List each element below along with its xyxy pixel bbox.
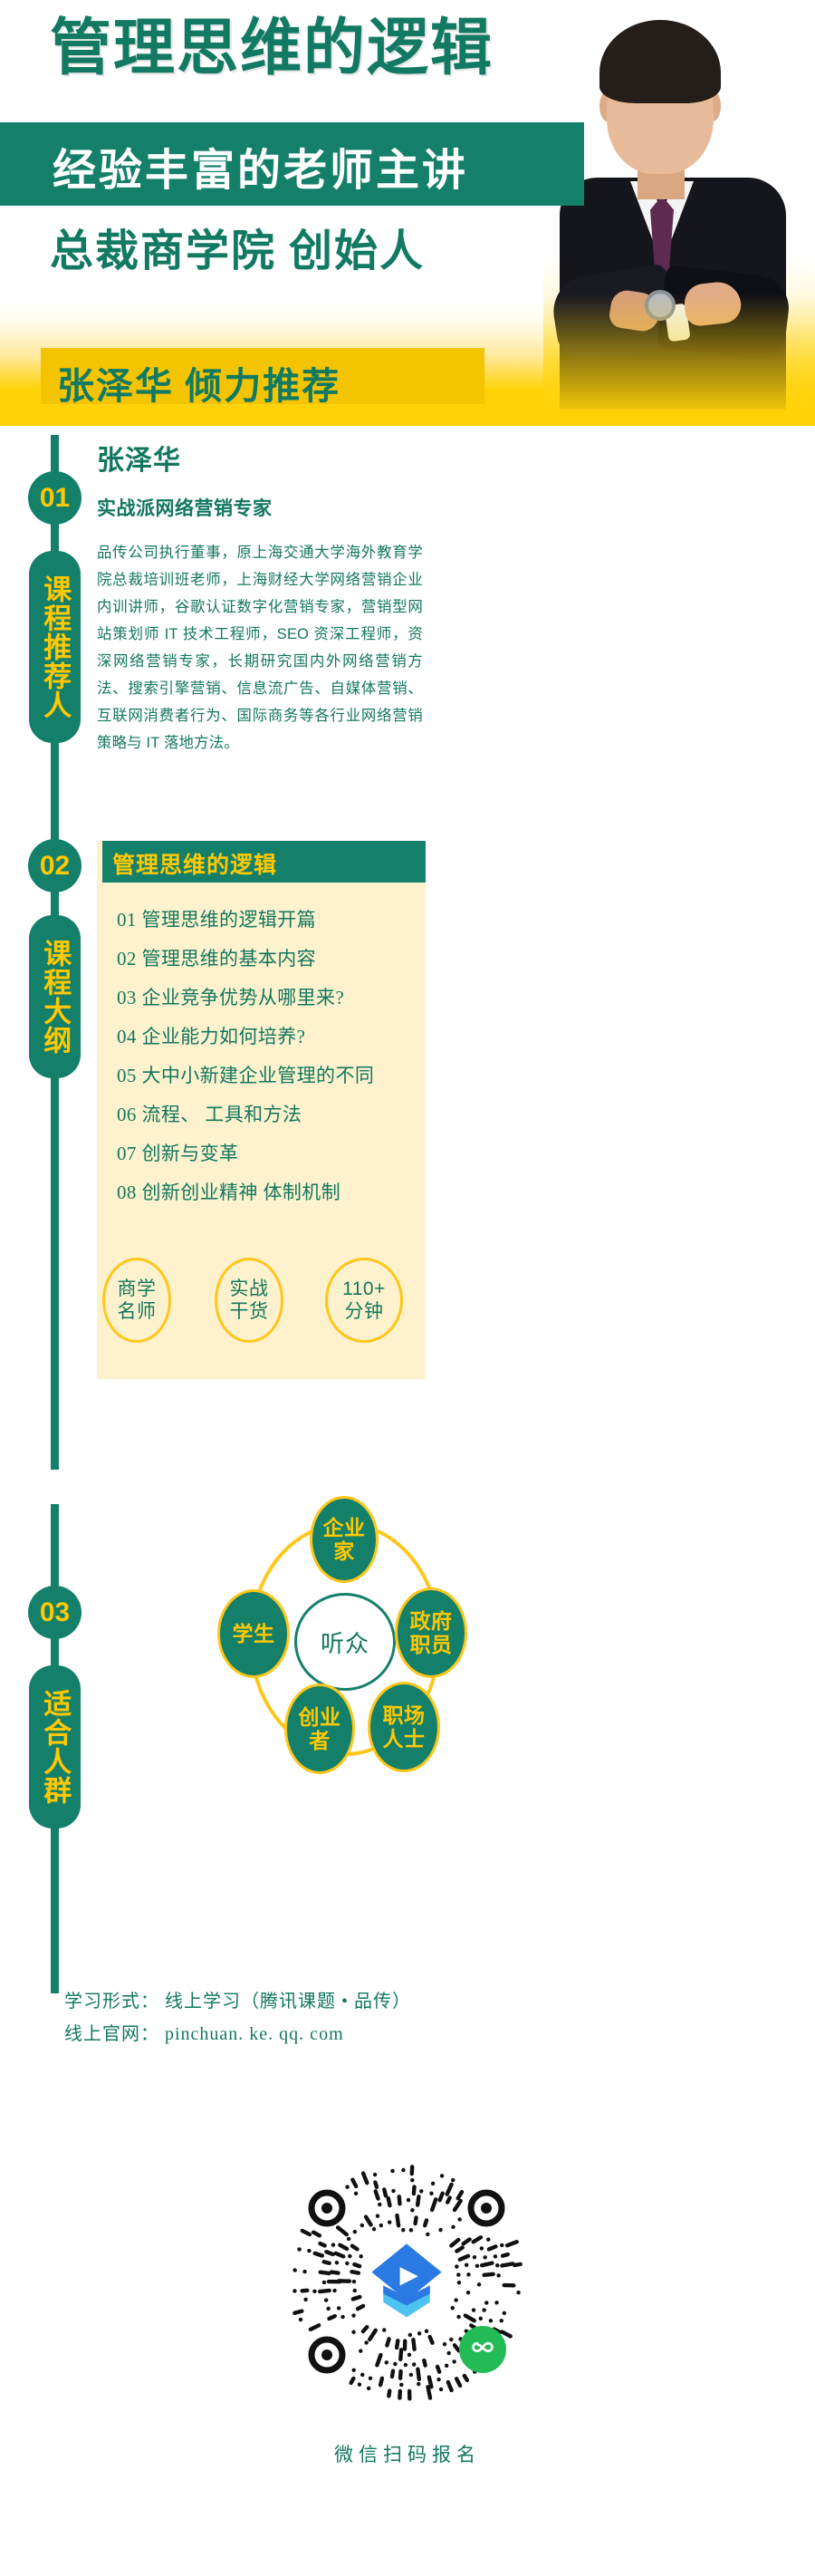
audience-node-line2: 职员 [409, 1633, 453, 1656]
instructor-portrait-image [543, 0, 815, 410]
feature-badge: 110+ 分钟 [325, 1258, 403, 1343]
course-outline-list: 01 管理思维的逻辑开篇 02 管理思维的基本内容 03 企业竞争优势从哪里来?… [117, 901, 425, 1212]
audience-node-line1: 学生 [232, 1622, 275, 1645]
hero-banner: 管理思维的逻辑 经验丰富的老师主讲 总裁商学院 创始人 张泽华 倾力推荐 [0, 0, 815, 410]
outline-item[interactable]: 03 企业竞争优势从哪里来? [117, 987, 345, 1008]
hero-recommendation-text: 张泽华 倾力推荐 [57, 365, 341, 407]
audience-node-entrepreneur[interactable]: 企业 家 [310, 1496, 379, 1583]
poster-main-title: 管理思维的逻辑 [50, 14, 494, 82]
course-outline-title: 管理思维的逻辑 [112, 853, 278, 878]
feature-badge-line1: 商学 [117, 1278, 157, 1299]
section-number-01: 01 [28, 471, 82, 525]
instructor-name: 张泽华 [97, 446, 181, 476]
tencent-classroom-logo-icon [371, 2243, 442, 2318]
hero-credential-line: 总裁商学院 创始人 [50, 227, 426, 275]
audience-node-professional[interactable]: 职场 人士 [368, 1682, 440, 1772]
outline-item[interactable]: 08 创新创业精神 体制机制 [117, 1182, 341, 1203]
outline-item[interactable]: 06 流程、 工具和方法 [117, 1104, 302, 1125]
audience-node-line2: 家 [333, 1539, 355, 1563]
feature-badge-line1: 实战 [229, 1278, 269, 1299]
rail-line-section-2 [51, 826, 59, 1470]
course-outline-header-accent [97, 841, 102, 883]
section-number-03: 03 [28, 1586, 82, 1639]
course-outline-header-bar [97, 841, 426, 883]
portrait-hair [599, 20, 721, 103]
wechat-qr-code[interactable] [285, 2161, 528, 2404]
outline-item[interactable]: 01 管理思维的逻辑开篇 [117, 909, 317, 931]
qr-caption-text: 微信扫码报名 [334, 2444, 481, 2465]
instructor-title: 实战派网络营销专家 [97, 498, 273, 519]
section-label-01-text: 课程推荐人 [39, 574, 72, 719]
audience-node-line1: 创业 [298, 1705, 341, 1729]
learning-format-text: 学习形式： 线上学习（腾讯课题 • 品传） [64, 1992, 412, 2012]
audience-node-government[interactable]: 政府 职员 [395, 1587, 467, 1678]
wechat-mini-program-icon [459, 2326, 506, 2373]
section-number-02: 02 [28, 839, 82, 892]
section-label-01: 课程推荐人 [29, 551, 81, 743]
audience-node-student[interactable]: 学生 [217, 1589, 290, 1678]
audience-node-line2: 人士 [382, 1727, 426, 1751]
feature-badge-line1: 110+ [342, 1278, 386, 1299]
feature-badge: 实战 干货 [215, 1258, 283, 1343]
outline-item[interactable]: 07 创新与变革 [117, 1143, 239, 1164]
audience-node-line1: 企业 [322, 1516, 366, 1539]
outline-item[interactable]: 05 大中小新建企业管理的不同 [117, 1065, 375, 1086]
feature-badge-line2: 名师 [117, 1301, 157, 1322]
outline-item[interactable]: 04 企业能力如何培养? [117, 1026, 306, 1047]
instructor-bio: 品传公司执行董事，原上海交通大学海外教育学院总裁培训班老师，上海财经大学网络营销… [97, 545, 423, 751]
hero-subtitle: 经验丰富的老师主讲 [53, 147, 469, 195]
audience-diagram: 听众 企业 家 政府 职员 职场 人士 创业 者 学生 [208, 1496, 480, 1785]
hero-yellow-divider [0, 410, 815, 426]
hero-green-bar [0, 122, 584, 206]
audience-node-line1: 政府 [409, 1609, 453, 1633]
audience-node-line2: 者 [309, 1729, 331, 1752]
feature-badge-line2: 干货 [229, 1301, 269, 1322]
audience-center-label: 听众 [294, 1593, 396, 1691]
audience-node-line1: 职场 [382, 1703, 426, 1727]
outline-item[interactable]: 02 管理思维的基本内容 [117, 948, 317, 970]
feature-badge-line2: 分钟 [344, 1301, 384, 1322]
section-label-03-text: 适合人群 [39, 1689, 72, 1805]
section-label-03: 适合人群 [29, 1665, 81, 1828]
qr-code-pattern [292, 2165, 523, 2401]
feature-badge: 商学 名师 [102, 1258, 171, 1343]
section-label-02-text: 课程大纲 [39, 939, 72, 1055]
course-feature-badges: 商学 名师 实战 干货 110+ 分钟 [97, 1258, 426, 1366]
portrait-bottom-fade [543, 294, 815, 410]
audience-node-startup-founder[interactable]: 创业 者 [284, 1684, 355, 1774]
hero-recommendation-badge-bg [41, 348, 484, 404]
section-label-02: 课程大纲 [29, 915, 81, 1078]
official-website-text[interactable]: 线上官网： pinchuan. ke. qq. com [64, 2024, 344, 2044]
